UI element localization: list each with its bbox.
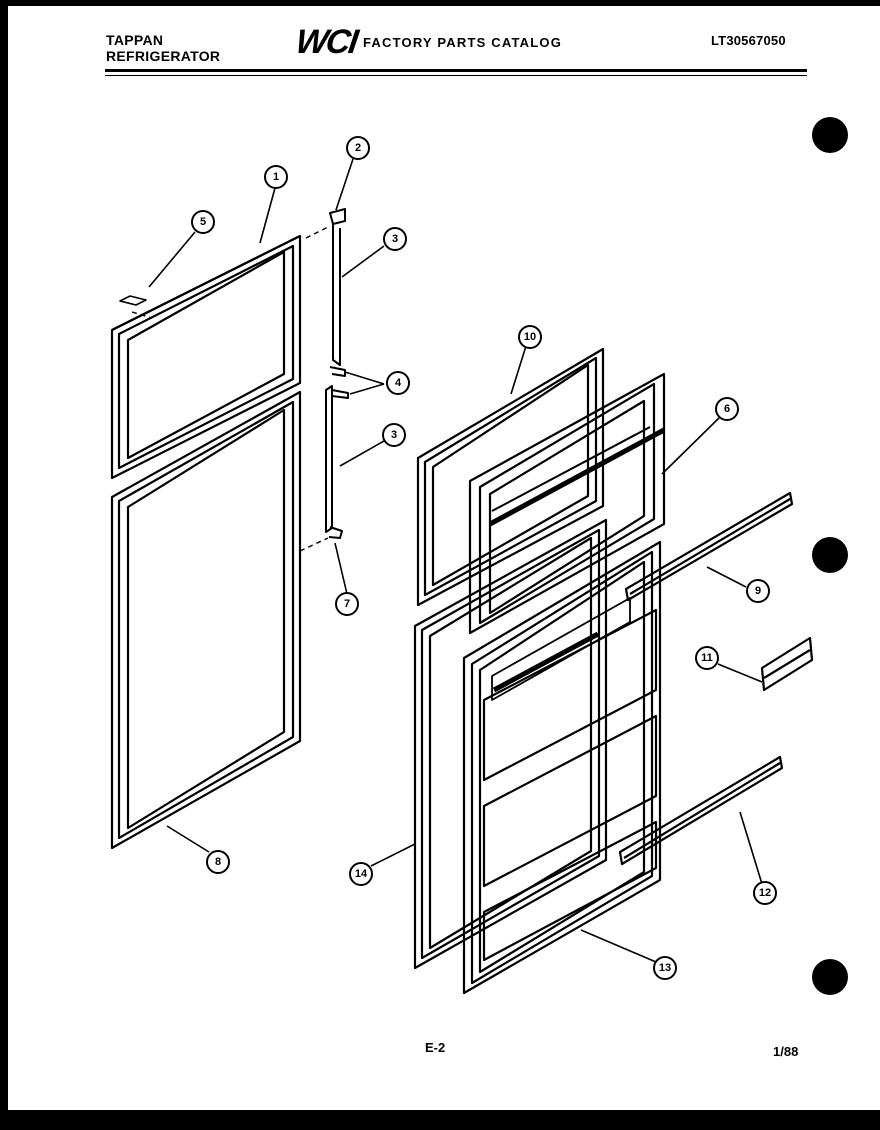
callout-label: 6: [723, 402, 731, 415]
callout-0: 1: [264, 165, 288, 189]
callout-1: 2: [346, 136, 370, 160]
callout-9: 9: [746, 579, 770, 603]
callout-14: 14: [349, 862, 373, 886]
clip-part: [119, 295, 147, 306]
callout-2: 3: [383, 227, 407, 251]
catalog-title: FACTORY PARTS CATALOG: [363, 35, 563, 50]
callout-label: 10: [523, 330, 537, 343]
hinge-channels: [325, 208, 349, 539]
callout-label: 2: [354, 141, 362, 154]
model-number: LT30567050: [711, 33, 786, 48]
product-type: REFRIGERATOR: [106, 48, 221, 64]
binder-hole-bottom: [812, 959, 848, 995]
callout-label: 3: [390, 428, 398, 441]
callout-label: 12: [758, 886, 772, 899]
leader-lines: [148, 158, 763, 963]
door-shelf-rail-lower: [618, 755, 784, 866]
callout-label: 1: [272, 170, 280, 183]
assembly-guides: [131, 225, 331, 552]
door-shelf-rail-upper: [624, 491, 794, 602]
callout-12: 12: [753, 881, 777, 905]
callout-10: 10: [518, 325, 542, 349]
catalog-date: 1/88: [773, 1044, 799, 1059]
callout-11: 11: [695, 646, 719, 670]
callout-8: 6: [715, 397, 739, 421]
callout-6: 7: [335, 592, 359, 616]
callout-label: 4: [394, 376, 402, 389]
exploded-parts-diagram: [110, 158, 814, 995]
binder-hole-top: [812, 117, 848, 153]
brand-block: TAPPAN REFRIGERATOR: [106, 32, 220, 64]
catalog-page: TAPPAN REFRIGERATOR WCI FACTORY PARTS CA…: [8, 6, 880, 1110]
header-rule-thick: [105, 69, 807, 72]
header-rule-thin: [105, 75, 807, 76]
brand-name: TAPPAN: [106, 32, 164, 48]
freezer-door-gasket: [110, 234, 302, 480]
callout-label: 9: [754, 584, 762, 597]
callout-label: 5: [199, 215, 207, 228]
freezer-door-liner: [468, 372, 666, 635]
callout-7: 8: [206, 850, 230, 874]
dairy-shelf-part: [760, 636, 814, 692]
callout-label: 11: [701, 651, 713, 664]
callout-label: 13: [658, 961, 672, 974]
callout-13: 13: [653, 956, 677, 980]
callout-3: 4: [386, 371, 410, 395]
binder-hole-middle: [812, 537, 848, 573]
callout-label: 7: [343, 597, 351, 610]
freezer-inner-gasket: [416, 347, 605, 607]
callout-5: 3: [382, 423, 406, 447]
callout-4: 5: [191, 210, 215, 234]
fresh-food-inner-gasket: [413, 518, 608, 970]
fresh-food-door-gasket: [110, 390, 302, 850]
callout-label: 8: [214, 855, 222, 868]
callout-label: 14: [354, 867, 368, 880]
callout-label: 3: [391, 232, 399, 245]
page-number: E-2: [425, 1040, 446, 1055]
